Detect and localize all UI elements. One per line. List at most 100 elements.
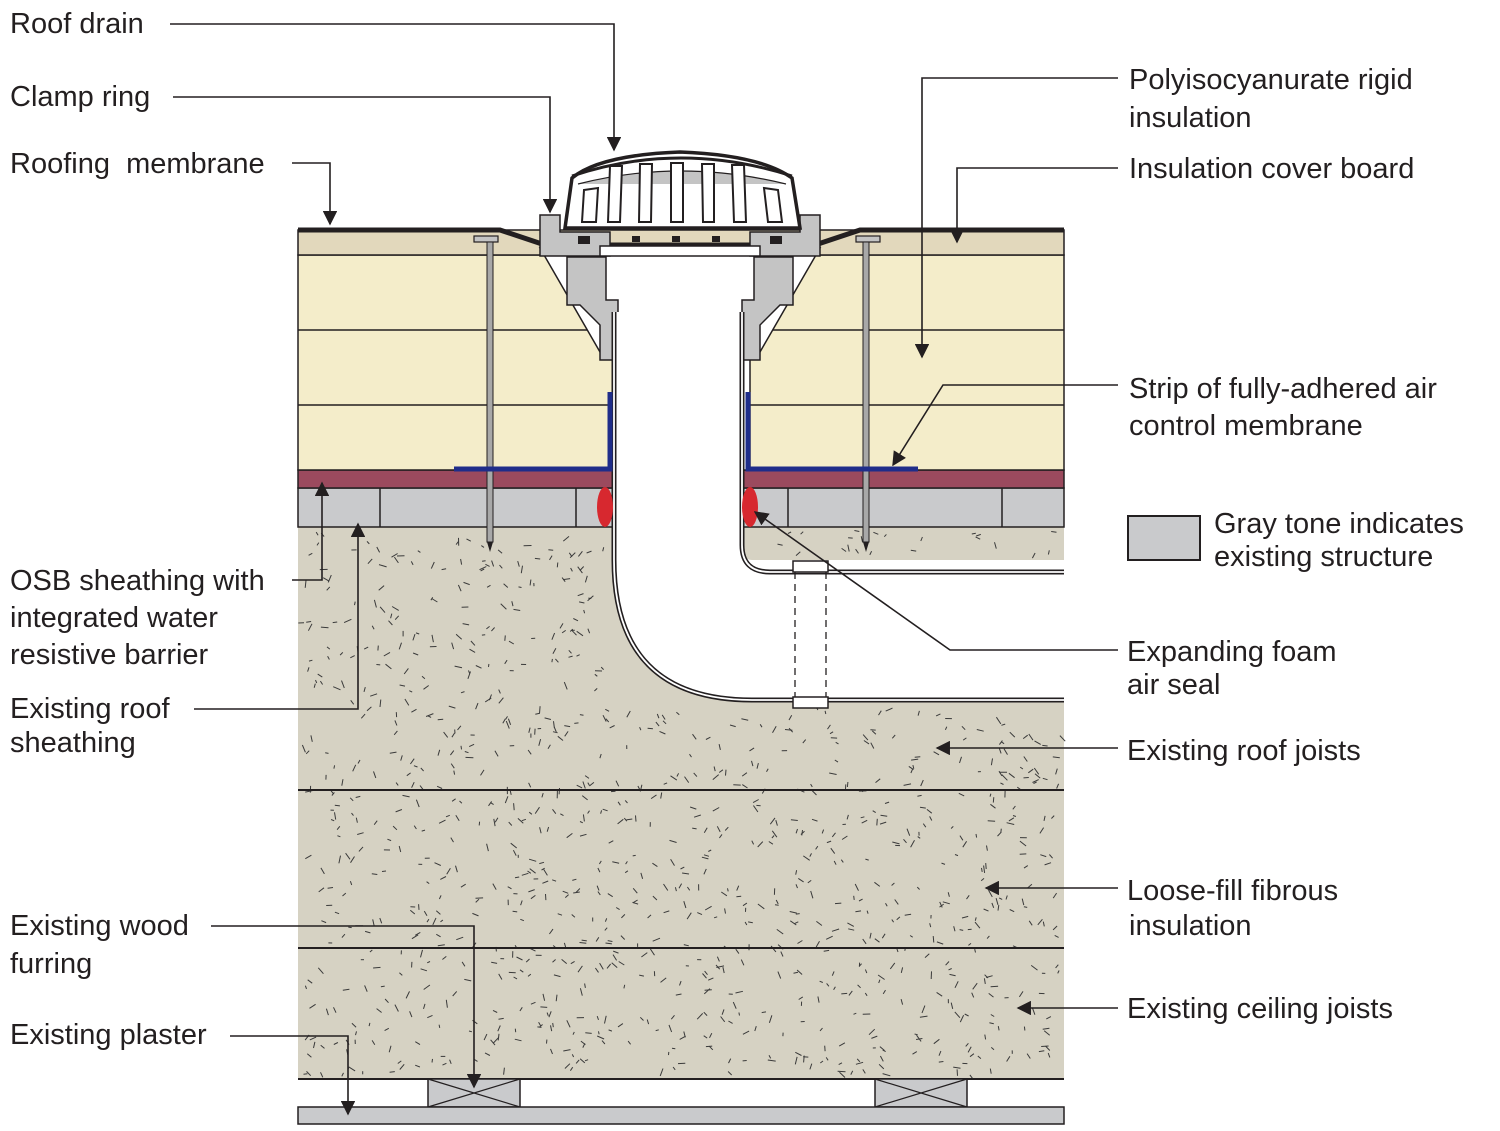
fibre-stroke: [597, 891, 601, 896]
fibre-stroke: [647, 914, 652, 919]
fibre-stroke: [400, 755, 403, 761]
fibre-stroke: [635, 815, 637, 822]
fibre-stroke: [933, 1038, 940, 1045]
fibre-stroke: [713, 916, 718, 919]
fibre-stroke: [423, 685, 429, 690]
fibre-stroke: [871, 1035, 878, 1039]
fibre-stroke: [869, 550, 873, 556]
fibre-stroke: [772, 725, 777, 734]
fibre-stroke: [498, 697, 504, 704]
fibre-stroke: [367, 558, 373, 565]
fibre-stroke: [309, 1003, 316, 1009]
fibre-stroke: [582, 814, 585, 822]
fibre-stroke: [983, 978, 986, 984]
fibre-stroke: [860, 816, 865, 819]
fibre-stroke: [757, 903, 765, 910]
fibre-stroke: [333, 1007, 337, 1013]
fibre-stroke: [463, 581, 470, 586]
fibre-stroke: [589, 782, 595, 787]
fibre-stroke: [811, 818, 818, 822]
fibre-stroke: [455, 633, 463, 640]
fibre-stroke: [379, 699, 382, 708]
pipe-hanger: [792, 560, 829, 709]
fibre-stroke: [975, 536, 981, 540]
fibre-stroke: [1009, 909, 1015, 913]
fibre-stroke: [490, 802, 494, 806]
fibre-stroke: [373, 820, 378, 826]
fibre-stroke: [363, 686, 366, 693]
fibre-stroke: [839, 1071, 846, 1078]
fibre-stroke: [460, 883, 466, 888]
fibre-stroke: [838, 1042, 846, 1047]
fibre-stroke: [856, 1058, 861, 1063]
fibre-stroke: [669, 839, 677, 843]
fibre-stroke: [1023, 756, 1028, 762]
fibre-stroke: [313, 1041, 316, 1049]
fibre-stroke: [959, 756, 962, 764]
fibre-stroke: [539, 706, 541, 714]
fibre-stroke: [870, 742, 875, 749]
fibre-stroke: [990, 1014, 995, 1017]
fibre-stroke: [604, 918, 608, 922]
fibre-stroke: [650, 794, 657, 800]
fibre-stroke: [575, 888, 581, 893]
fibre-stroke: [550, 1025, 553, 1032]
fibre-stroke: [974, 948, 976, 953]
fibre-stroke: [742, 784, 748, 789]
fibre-stroke: [541, 867, 545, 871]
fibre-stroke: [342, 892, 347, 897]
fibre-stroke: [539, 827, 542, 834]
fibre-stroke: [403, 668, 409, 675]
fibre-stroke: [848, 928, 855, 931]
fibre-stroke: [914, 1033, 918, 1036]
fibre-stroke: [1012, 815, 1017, 817]
fibre-stroke: [421, 829, 426, 832]
fibre-stroke: [795, 1051, 802, 1056]
fibre-stroke: [861, 819, 868, 824]
fibre-stroke: [602, 547, 605, 552]
drain-body-left: [566, 256, 619, 361]
label-ceiling-joists: Existing ceiling joists: [1127, 993, 1393, 1025]
fibre-stroke: [759, 724, 763, 728]
fibre-stroke: [999, 740, 1003, 745]
fibre-stroke: [598, 1031, 600, 1035]
fibre-stroke: [581, 795, 588, 801]
fibre-stroke: [891, 882, 895, 886]
fibre-stroke: [530, 1001, 536, 1005]
fibre-stroke: [954, 1011, 961, 1019]
fibre-stroke: [528, 727, 531, 733]
fibre-stroke: [639, 727, 642, 731]
fibre-stroke: [617, 1023, 624, 1028]
fibre-stroke: [388, 1045, 392, 1053]
fibre-stroke: [579, 833, 587, 837]
fibre-stroke: [862, 734, 869, 741]
fibre-stroke: [518, 586, 522, 588]
fibre-stroke: [457, 584, 462, 592]
fibre-stroke: [343, 618, 352, 624]
fibre-stroke: [466, 538, 472, 542]
fibre-stroke: [674, 887, 677, 892]
foam-seal-left: [597, 487, 613, 527]
fibre-stroke: [1045, 1045, 1051, 1051]
fibre-stroke: [321, 920, 327, 924]
fibre-stroke: [371, 1040, 376, 1046]
fibre-stroke: [484, 1052, 491, 1056]
fibre-stroke: [552, 731, 558, 734]
fibre-stroke: [475, 898, 480, 903]
fibre-stroke: [393, 730, 398, 736]
fibre-stroke: [437, 718, 444, 721]
fibre-stroke: [537, 1026, 542, 1028]
fibre-stroke: [488, 694, 492, 701]
fibre-stroke: [944, 726, 948, 731]
fibre-stroke: [988, 993, 994, 998]
fibre-stroke: [464, 751, 469, 754]
fibre-stroke: [451, 642, 455, 650]
fibre-stroke: [838, 1062, 843, 1066]
fibre-stroke: [415, 799, 420, 808]
fibre-stroke: [600, 810, 603, 814]
fibre-stroke: [639, 974, 645, 977]
fibre-stroke: [608, 1029, 613, 1032]
fibre-stroke: [493, 1036, 500, 1044]
fibre-stroke: [879, 821, 887, 825]
fibre-stroke: [704, 905, 712, 911]
